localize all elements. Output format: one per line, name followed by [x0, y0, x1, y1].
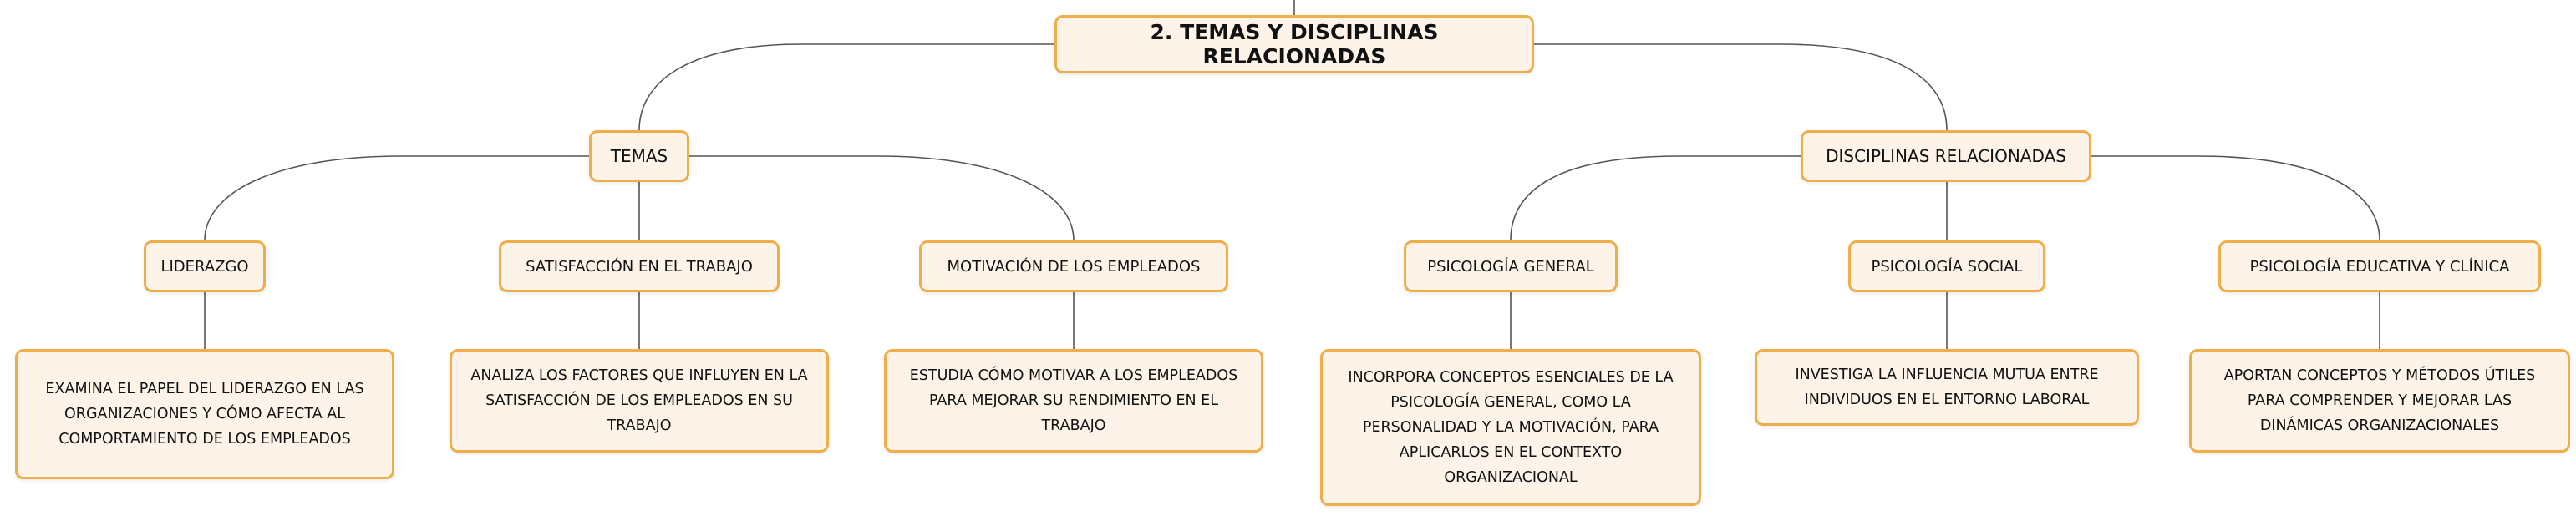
topic-psicologia-general-node[interactable]: PSICOLOGÍA GENERAL: [1404, 240, 1618, 292]
connector-temas-motivacion: [689, 155, 1075, 241]
description-psicologia-general-node[interactable]: INCORPORA CONCEPTOS ESENCIALES DE LA PSI…: [1320, 349, 1701, 506]
topic-liderazgo-label: LIDERAZGO: [160, 257, 249, 276]
description-liderazgo-text: EXAMINA EL PAPEL DEL LIDERAZGO EN LAS OR…: [45, 381, 364, 448]
description-motivacion-node[interactable]: ESTUDIA CÓMO MOTIVAR A LOS EMPLEADOS PAR…: [884, 349, 1263, 453]
description-liderazgo-node[interactable]: EXAMINA EL PAPEL DEL LIDERAZGO EN LAS OR…: [15, 349, 394, 479]
topic-psicologia-social-node[interactable]: PSICOLOGÍA SOCIAL: [1848, 240, 2045, 292]
description-satisfaccion-text: ANALIZA LOS FACTORES QUE INFLUYEN EN LA …: [470, 367, 808, 434]
topic-psicologia-educativa-node[interactable]: PSICOLOGÍA EDUCATIVA Y CLÍNICA: [2218, 240, 2541, 292]
description-psicologia-educativa-text: APORTAN CONCEPTOS Y MÉTODOS ÚTILES PARA …: [2223, 367, 2536, 434]
description-psicologia-social-text: INVESTIGA LA INFLUENCIA MUTUA ENTRE INDI…: [1795, 367, 2099, 408]
root-topic-node[interactable]: 2. TEMAS Y DISCIPLINAS RELACIONADAS: [1054, 15, 1534, 73]
branch-disciplinas-node[interactable]: DISCIPLINAS RELACIONADAS: [1801, 130, 2091, 182]
connector-disciplinas-educativa: [2091, 155, 2380, 241]
topic-satisfaccion-node[interactable]: SATISFACCIÓN EN EL TRABAJO: [499, 240, 780, 292]
branch-temas-label: TEMAS: [610, 146, 668, 166]
description-motivacion-text: ESTUDIA CÓMO MOTIVAR A LOS EMPLEADOS PAR…: [909, 367, 1238, 434]
topic-psicologia-general-label: PSICOLOGÍA GENERAL: [1427, 257, 1594, 276]
description-satisfaccion-node[interactable]: ANALIZA LOS FACTORES QUE INFLUYEN EN LA …: [450, 349, 829, 453]
topic-motivacion-node[interactable]: MOTIVACIÓN DE LOS EMPLEADOS: [919, 240, 1228, 292]
topic-satisfaccion-label: SATISFACCIÓN EN EL TRABAJO: [526, 257, 753, 276]
connector-root-disciplinas: [1534, 43, 1948, 131]
description-psicologia-educativa-node[interactable]: APORTAN CONCEPTOS Y MÉTODOS ÚTILES PARA …: [2189, 349, 2570, 453]
branch-disciplinas-label: DISCIPLINAS RELACIONADAS: [1826, 146, 2066, 166]
connector-temas-liderazgo: [204, 155, 589, 241]
connector-disciplinas-general: [1510, 155, 1801, 241]
branch-temas-node[interactable]: TEMAS: [589, 130, 689, 182]
connector-root-temas: [638, 43, 1054, 131]
description-psicologia-general-text: INCORPORA CONCEPTOS ESENCIALES DE LA PSI…: [1348, 369, 1674, 486]
description-psicologia-social-node[interactable]: INVESTIGA LA INFLUENCIA MUTUA ENTRE INDI…: [1755, 349, 2139, 426]
topic-motivacion-label: MOTIVACIÓN DE LOS EMPLEADOS: [947, 257, 1201, 276]
root-topic-label: 2. TEMAS Y DISCIPLINAS RELACIONADAS: [1150, 20, 1439, 68]
topic-psicologia-educativa-label: PSICOLOGÍA EDUCATIVA Y CLÍNICA: [2249, 257, 2510, 276]
topic-liderazgo-node[interactable]: LIDERAZGO: [144, 240, 266, 292]
topic-psicologia-social-label: PSICOLOGÍA SOCIAL: [1871, 257, 2023, 276]
